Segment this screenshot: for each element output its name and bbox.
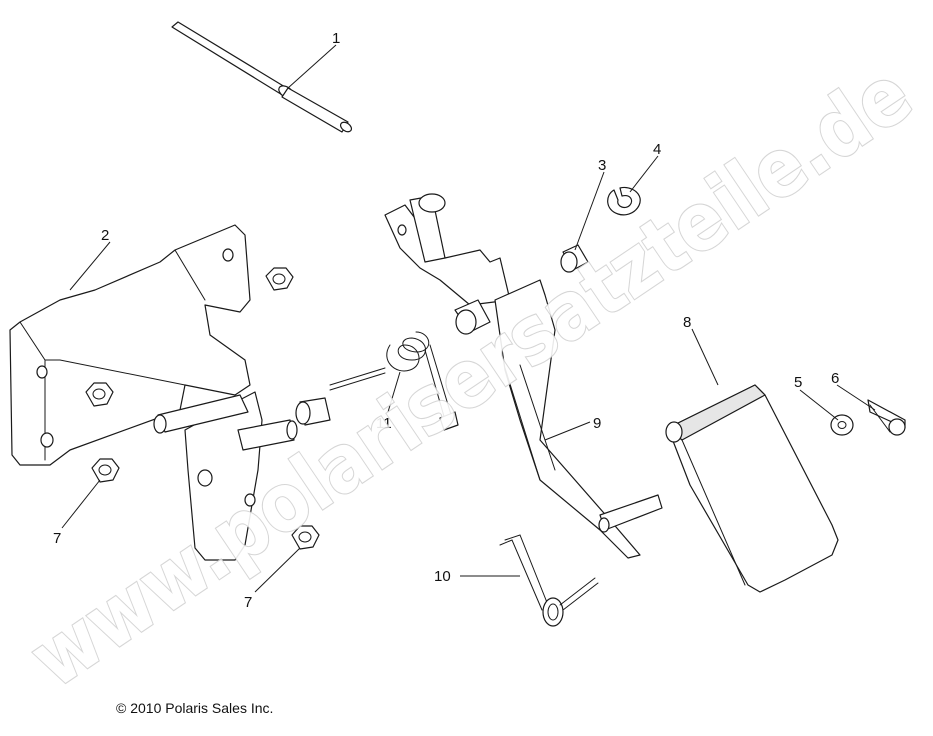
callout-10: 10 xyxy=(434,568,451,585)
part-11-spring xyxy=(329,331,459,431)
callout-1: 1 xyxy=(332,30,340,47)
part-7-nut-lower-left xyxy=(91,458,120,483)
bushing-left xyxy=(295,397,331,426)
part-1-rod xyxy=(171,21,353,133)
callout-8: 8 xyxy=(683,314,691,331)
part-7-nut-top xyxy=(265,267,294,291)
callout-5: 5 xyxy=(794,374,802,391)
part-7-nut-middle xyxy=(85,382,114,407)
callout-9: 9 xyxy=(593,415,601,432)
part-10-return-spring xyxy=(499,534,599,627)
part-5-washer xyxy=(830,414,854,436)
part-8-pedal-pad xyxy=(665,384,839,593)
callout-3: 3 xyxy=(598,157,606,174)
callout-11: 11 xyxy=(376,415,392,432)
part-4-clip xyxy=(607,186,641,216)
part-7-nut-lower xyxy=(291,525,320,550)
callout-6: 6 xyxy=(831,370,839,387)
copyright-notice: © 2010 Polaris Sales Inc. xyxy=(116,700,274,716)
callout-2: 2 xyxy=(101,227,109,244)
part-9-pedal-arm xyxy=(384,193,663,559)
part-6-cotter-pin xyxy=(867,399,906,436)
callout-4: 4 xyxy=(653,141,661,158)
callout-7-bottom: 7 xyxy=(244,594,252,611)
part-2-bracket xyxy=(9,224,298,561)
leader-lines xyxy=(61,44,876,593)
callout-7-left: 7 xyxy=(53,530,61,547)
part-3-bushing xyxy=(560,244,589,273)
